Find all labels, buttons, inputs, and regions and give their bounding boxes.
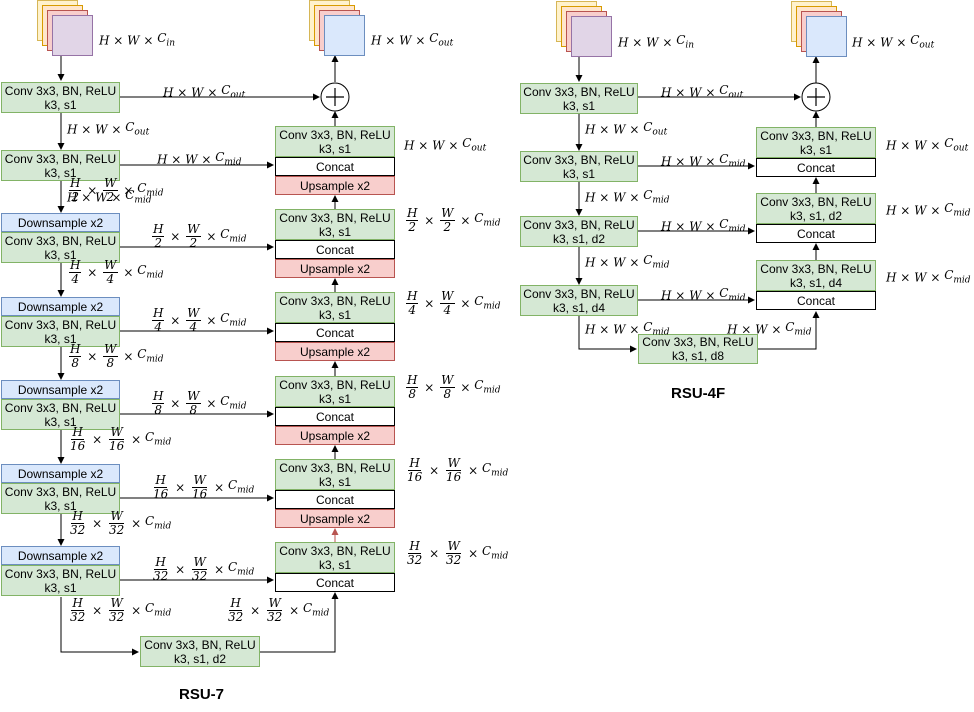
rsu4f-encoder-conv-box: Conv 3x3, BN, ReLU k3, s1 bbox=[520, 151, 638, 182]
rsu4f-encoder-conv-box: Conv 3x3, BN, ReLU k3, s1, d4 bbox=[520, 285, 638, 316]
rsu7-decoder-conv-box: Conv 3x3, BN, ReLU k3, s1 bbox=[275, 126, 395, 157]
rsu4f-encoder-conv-box: Conv 3x3, BN, ReLU k3, s1 bbox=[520, 83, 638, 114]
rsu4f-decoder-conv-box: Conv 3x3, BN, ReLU k3, s1 bbox=[756, 127, 876, 158]
rsu4f-concat-box: Concat bbox=[756, 291, 876, 310]
rsu7-concat-box: Concat bbox=[275, 407, 395, 426]
rsu7-downsample-box: Downsample x2 bbox=[1, 380, 120, 399]
rsu4f-decoder-conv-box: Conv 3x3, BN, ReLU k3, s1, d2 bbox=[756, 193, 876, 224]
feature-map-layer bbox=[806, 16, 847, 57]
rsu4f-input-label: H × W × Cin bbox=[618, 33, 695, 51]
rsu4f-decoder-label: H × W × Cmid bbox=[886, 201, 971, 219]
feature-map-layer bbox=[324, 15, 365, 56]
rsu7-encoder-conv-box: Conv 3x3, BN, ReLU k3, s1 bbox=[1, 316, 120, 347]
rsu7-encoder-label: H × W × Cmid bbox=[67, 188, 152, 206]
rsu4f-encoder-label: H × W × Cmid bbox=[585, 253, 670, 271]
rsu4f-bottleneck-in-arrow bbox=[578, 316, 637, 353]
rsu7-downsample-box: Downsample x2 bbox=[1, 213, 120, 232]
rsu4f-encoder-label: H × W × Cout bbox=[585, 120, 668, 138]
rsu7-concat-box: Concat bbox=[275, 490, 395, 509]
rsu7-decoder-label: H × W × Cout bbox=[404, 136, 487, 154]
rsu4f-encoder-label: H × W × Cmid bbox=[585, 188, 670, 206]
rsu7-decoder-conv-box: Conv 3x3, BN, ReLU k3, s1 bbox=[275, 376, 395, 407]
rsu4f-residual-add bbox=[801, 82, 831, 112]
rsu7-decoder-conv-box: Conv 3x3, BN, ReLU k3, s1 bbox=[275, 459, 395, 490]
rsu4f-bottleneck-out-arrow bbox=[758, 311, 820, 350]
rsu7-upsample-box: Upsample x2 bbox=[275, 342, 395, 361]
rsu4f-skip-label: H × W × Cmid bbox=[661, 286, 746, 304]
rsu7-output-label: H × W × Cout bbox=[371, 31, 454, 49]
rsu7-input-label: H × W × Cin bbox=[99, 31, 176, 49]
rsu7-downsample-box: Downsample x2 bbox=[1, 297, 120, 316]
rsu7-downsample-box: Downsample x2 bbox=[1, 546, 120, 565]
rsu7-upsample-box: Upsample x2 bbox=[275, 426, 395, 445]
rsu7-upsample-box: Upsample x2 bbox=[275, 176, 395, 195]
rsu4f-title: RSU-4F bbox=[671, 385, 726, 402]
rsu4f-skip-label: H × W × Cmid bbox=[661, 152, 746, 170]
rsu7-concat-box: Concat bbox=[275, 157, 395, 176]
rsu7-concat-box: Concat bbox=[275, 573, 395, 592]
rsu7-concat-box: Concat bbox=[275, 323, 395, 342]
rsu7-skip-label: H × W × Cmid bbox=[157, 150, 242, 168]
rsu4f-output-label: H × W × Cout bbox=[852, 33, 935, 51]
rsu4f-skip-label: H × W × Cmid bbox=[661, 217, 746, 235]
feature-map-layer bbox=[52, 15, 93, 56]
rsu4f-skip-label: H × W × Cout bbox=[661, 83, 744, 101]
rsu7-skip-label: H × W × Cout bbox=[163, 83, 246, 101]
rsu7-encoder-conv-box: Conv 3x3, BN, ReLU k3, s1 bbox=[1, 399, 120, 430]
rsu7-downsample-box: Downsample x2 bbox=[1, 464, 120, 483]
rsu7-encoder-conv-box: Conv 3x3, BN, ReLU k3, s1 bbox=[1, 565, 120, 596]
rsu4f-concat-box: Concat bbox=[756, 158, 876, 177]
rsu7-upsample-box: Upsample x2 bbox=[275, 509, 395, 528]
rsu7-residual-add bbox=[320, 82, 350, 112]
rsu4f-decoder-label: H × W × Cout bbox=[886, 136, 969, 154]
feature-map-layer bbox=[571, 16, 612, 57]
rsu7-concat-box: Concat bbox=[275, 240, 395, 259]
rsu7-decoder-conv-box: Conv 3x3, BN, ReLU k3, s1 bbox=[275, 209, 395, 240]
rsu7-encoder-conv-box: Conv 3x3, BN, ReLU k3, s1 bbox=[1, 483, 120, 514]
rsu4f-decoder-conv-box: Conv 3x3, BN, ReLU k3, s1, d4 bbox=[756, 260, 876, 291]
rsu4f-concat-box: Concat bbox=[756, 224, 876, 243]
rsu4f-encoder-conv-box: Conv 3x3, BN, ReLU k3, s1, d2 bbox=[520, 216, 638, 247]
rsu4f-bottleneck-conv-box: Conv 3x3, BN, ReLU k3, s1, d8 bbox=[638, 334, 758, 364]
rsu7-bottleneck-conv-box: Conv 3x3, BN, ReLU k3, s1, d2 bbox=[140, 636, 260, 667]
rsu7-bottleneck-in-arrow bbox=[60, 597, 139, 656]
rsu7-encoder-conv-box: Conv 3x3, BN, ReLU k3, s1 bbox=[1, 150, 120, 181]
rsu4f-bottleneck-label: H × W × Cmid bbox=[727, 320, 812, 338]
rsu7-title: RSU-7 bbox=[179, 686, 225, 703]
rsu7-decoder-conv-box: Conv 3x3, BN, ReLU k3, s1 bbox=[275, 292, 395, 323]
rsu7-decoder-conv-box: Conv 3x3, BN, ReLU k3, s1 bbox=[275, 542, 395, 573]
rsu7-encoder-conv-box: Conv 3x3, BN, ReLU k3, s1 bbox=[1, 232, 120, 263]
rsu7-upsample-box: Upsample x2 bbox=[275, 259, 395, 278]
rsu7-encoder-conv-box: Conv 3x3, BN, ReLU k3, s1 bbox=[1, 82, 120, 113]
rsu7-encoder-label: H × W × Cout bbox=[67, 120, 150, 138]
rsu4f-bottleneck-label: H × W × Cmid bbox=[585, 320, 670, 338]
rsu7-bottleneck-out-arrow bbox=[260, 592, 339, 653]
rsu4f-decoder-label: H × W × Cmid bbox=[886, 268, 971, 286]
